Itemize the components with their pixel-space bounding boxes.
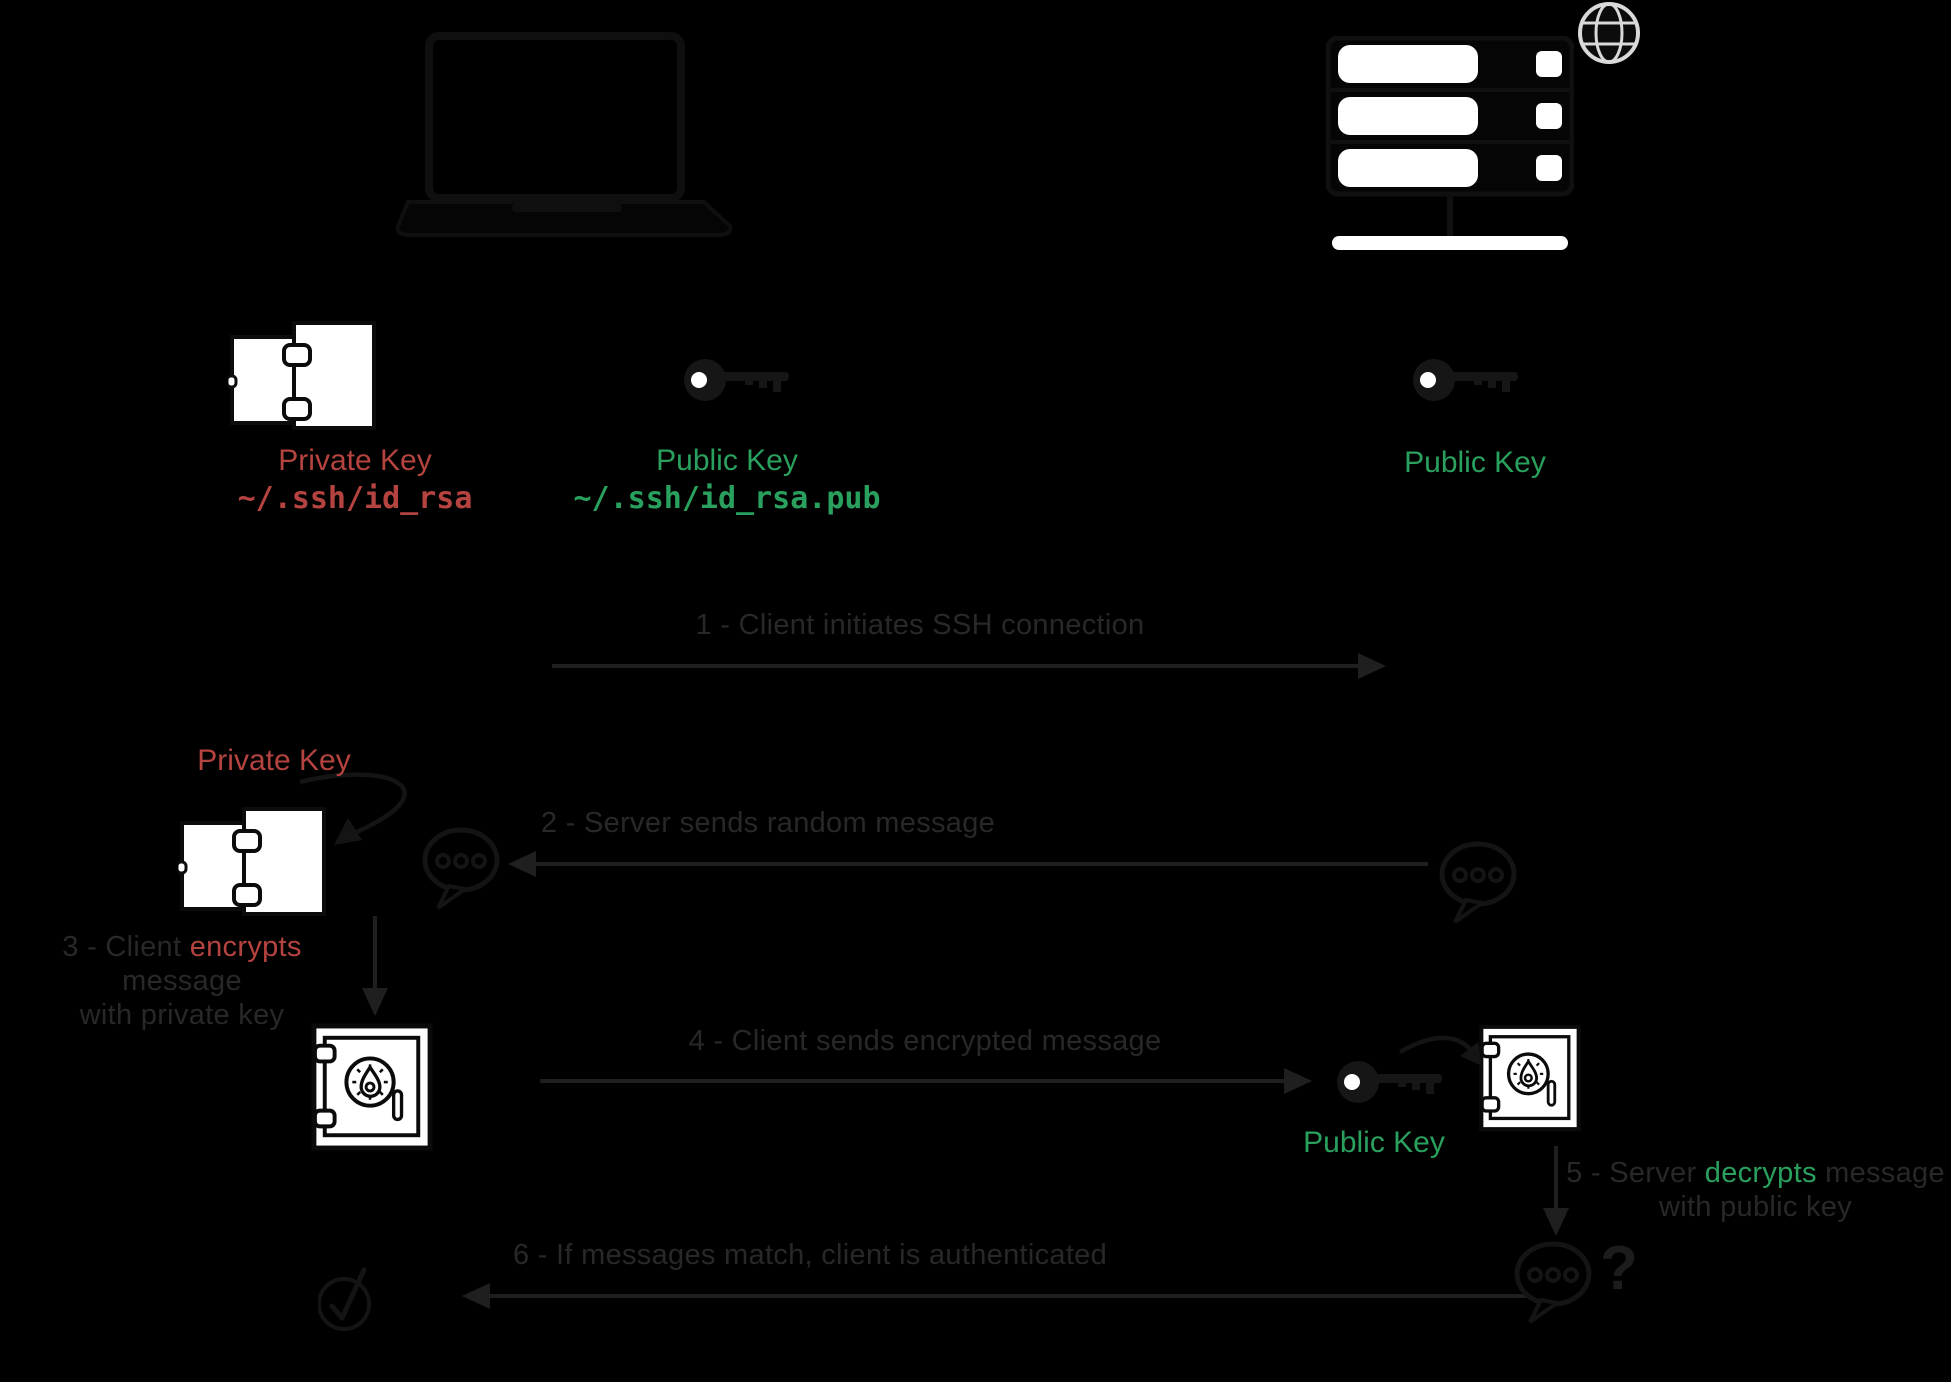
private-key-file-icon-step2 [178,807,326,916]
safe-icon-client [311,1023,433,1151]
laptop-icon [395,32,733,237]
client-private-key-block: Private Key ~/.ssh/id_rsa [205,444,505,515]
step3-line2: with private key [79,999,285,1032]
step3-highlight: encrypts [189,931,302,963]
curve-privatekey-to-file [299,772,407,845]
arrow-step6 [462,1283,1530,1309]
arrow-step1 [552,653,1386,679]
step5-highlight: decrypts [1704,1157,1817,1189]
message-bubble-server [1439,841,1517,924]
public-key-icon-client [684,359,789,401]
step4-public-key-label: Public Key [1303,1126,1445,1159]
message-bubble-verify [1514,1241,1592,1324]
server-icon [1326,36,1574,250]
question-mark: ? [1600,1234,1638,1303]
safe-icon-server [1479,1024,1581,1132]
check-icon [318,1267,371,1331]
server-public-key-label: Public Key [1404,446,1546,479]
arrow-step4 [540,1068,1312,1094]
step5-line1: 5 - Server decrypts message [1566,1157,1945,1189]
private-key-file-icon [228,321,376,430]
arrow-step3 [362,916,388,1016]
step2-text: 2 - Server sends random message [540,807,996,839]
public-key-icon-step4 [1337,1061,1442,1103]
globe-icon [1578,2,1640,64]
private-key-label: Private Key [278,444,432,477]
public-key-label: Public Key [656,444,798,477]
arrow-step5 [1543,1146,1569,1236]
private-key-path: ~/.ssh/id_rsa [237,481,473,516]
client-public-key-block: Public Key ~/.ssh/id_rsa.pub [557,444,897,515]
step1-text: 1 - Client initiates SSH connection [695,609,1145,641]
message-bubble-client [422,827,500,910]
step5-line2: with public key [1658,1191,1853,1224]
step4-text: 4 - Client sends encrypted message [688,1025,1162,1057]
step5-text: 5 - Server decrypts message with public … [1560,1156,1951,1224]
step3-line1: 3 - Client encrypts message [62,931,302,998]
public-key-path: ~/.ssh/id_rsa.pub [573,481,881,516]
step6-text: 6 - If messages match, client is authent… [512,1239,1108,1271]
arrow-step2 [508,851,1428,877]
public-key-icon-server [1413,359,1518,401]
step2-private-key-label: Private Key [197,744,351,777]
step3-text: 3 - Client encrypts message with private… [0,930,364,1033]
curve-key-to-safe [1398,1035,1482,1066]
